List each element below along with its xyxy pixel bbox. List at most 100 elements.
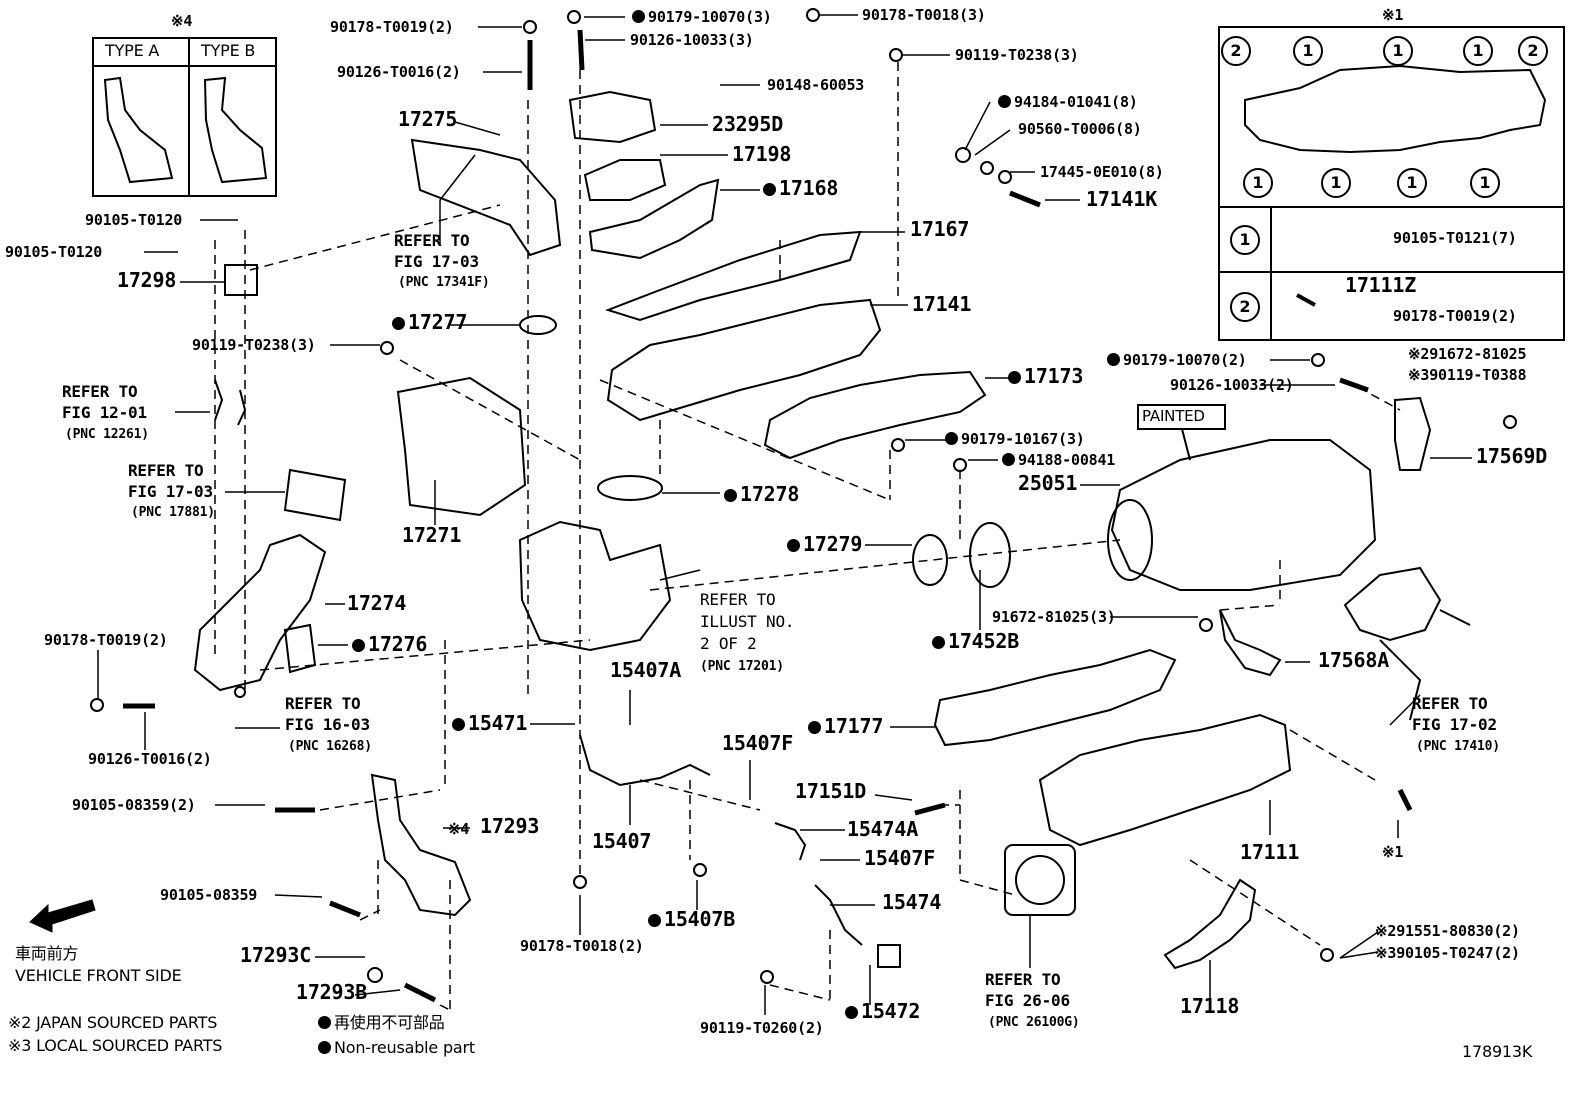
part-15407[interactable]: 15407 (592, 829, 652, 853)
non-reusable-dot-icon (318, 1041, 331, 1054)
part-17279[interactable]: 17279 (787, 534, 862, 554)
part-90126-t0016[interactable]: 90126-T0016(2) (337, 63, 461, 81)
part-90178-t0019-inset[interactable]: 90178-T0019(2) (1393, 307, 1517, 325)
refer-fig-17-03-b-line1: REFER TO (128, 461, 204, 480)
part-25051-drawing (1110, 439, 1377, 591)
part-17274[interactable]: 17274 (347, 591, 407, 615)
part-15407f-a[interactable]: 15407F (722, 731, 794, 755)
part-17293-drawing (370, 773, 472, 917)
callout-circle-1: 1 (1397, 168, 1427, 198)
part-17198-drawing (583, 159, 667, 201)
part-15474a[interactable]: 15474A (847, 817, 919, 841)
part-90178-t0018[interactable]: 90178-T0018(3) (862, 6, 986, 24)
part-390105-t0247[interactable]: ※390105-T0247(2) (1375, 944, 1520, 962)
part-291551-80830[interactable]: ※291551-80830(2) (1375, 922, 1520, 940)
part-17452b[interactable]: 17452B (932, 631, 1019, 651)
part-17569d[interactable]: 17569D (1476, 444, 1548, 468)
part-17445-0e010[interactable]: 17445-0E010(8) (1040, 163, 1164, 181)
part-17277-drawing (519, 315, 557, 335)
non-reusable-dot-icon (998, 95, 1011, 108)
non-reusable-dot-icon (932, 636, 945, 649)
part-17568a-drawing (1219, 609, 1282, 677)
part-91672-81025[interactable]: 91672-81025(3) (992, 608, 1116, 626)
part-17278[interactable]: 17278 (724, 484, 799, 504)
part-94188-00841[interactable]: 94188-00841 (1002, 451, 1115, 469)
inset-type-mark: ※4 (171, 12, 193, 30)
part-17173[interactable]: 17173 (1008, 366, 1083, 386)
part-17168[interactable]: 17168 (763, 178, 838, 198)
part-17111[interactable]: 17111 (1240, 840, 1300, 864)
part-17293[interactable]: 17293 (480, 814, 540, 838)
refer-fig-17-03-b-line2[interactable]: FIG 17-03 (128, 482, 213, 501)
part-15471[interactable]: 15471 (452, 713, 527, 733)
part-90119-t0238[interactable]: 90119-T0238(3) (955, 46, 1079, 64)
part-90148-60053[interactable]: 90148-60053 (767, 76, 865, 94)
part-15474[interactable]: 15474 (882, 890, 942, 914)
part-17151d[interactable]: 17151D (795, 779, 867, 803)
part-90178-t0019[interactable]: 90178-T0019(2) (330, 18, 454, 36)
part-90105-t0121[interactable]: 90105-T0121(7) (1393, 229, 1517, 247)
part-291672-81025[interactable]: ※291672-81025 (1408, 345, 1527, 363)
part-15472[interactable]: 15472 (845, 1001, 920, 1021)
part-17141[interactable]: 17141 (912, 292, 972, 316)
part-90560-t0006[interactable]: 90560-T0006(8) (1018, 120, 1142, 138)
refer-fig-12-01-line3: (PNC 12261) (65, 427, 149, 442)
refer-illust-line3: 2 OF 2 (700, 634, 757, 653)
part-90105-t0120-b[interactable]: 90105-T0120 (5, 243, 103, 261)
refer-fig-12-01-line2[interactable]: FIG 12-01 (62, 403, 147, 422)
part-90179-10070[interactable]: 90179-10070(3) (632, 8, 772, 26)
inset-one-mark: ※1 (1382, 6, 1404, 24)
part-90126-10033-mid[interactable]: 90126-10033(2) (1170, 376, 1294, 394)
part-17141k[interactable]: 17141K (1086, 187, 1158, 211)
part-23295d[interactable]: 23295D (712, 112, 784, 136)
part-17278-drawing (597, 475, 663, 501)
part-25051[interactable]: 25051 (1018, 471, 1078, 495)
part-90178-t0018-bottom[interactable]: 90178-T0018(2) (520, 937, 644, 955)
part-17111z[interactable]: 17111Z (1345, 273, 1417, 297)
part-17277[interactable]: 17277 (392, 312, 467, 332)
part-17275[interactable]: 17275 (398, 107, 458, 131)
part-90178-t0019-mid[interactable]: 90178-T0019(2) (44, 631, 168, 649)
part-90126-t0016-bottom[interactable]: 90126-T0016(2) (88, 750, 212, 768)
part-390119-t0388[interactable]: ※390119-T0388 (1408, 366, 1527, 384)
part-17276[interactable]: 17276 (352, 634, 427, 654)
refer-fig-17-03-a-line2[interactable]: FIG 17-03 (394, 252, 479, 271)
part-17298[interactable]: 17298 (117, 268, 177, 292)
part-17177[interactable]: 17177 (808, 716, 883, 736)
legend-nonreusable-jp: 再使用不可部品 (318, 1014, 445, 1032)
refer-fig-26-06-line2[interactable]: FIG 26-06 (985, 991, 1070, 1010)
part-17293b[interactable]: 17293B (296, 980, 368, 1004)
turbocharger-drawing (518, 520, 672, 652)
part-17274-drawing (193, 533, 327, 692)
part-17167[interactable]: 17167 (910, 217, 970, 241)
vehicle-front-jp: 車両前方 (15, 944, 79, 963)
non-reusable-dot-icon (845, 1006, 858, 1019)
part-90119-t0238-mid[interactable]: 90119-T0238(3) (192, 336, 316, 354)
refer-fig-17-03-b-line3: (PNC 17881) (131, 505, 215, 520)
part-90105-t0120-a[interactable]: 90105-T0120 (85, 211, 183, 229)
part-17276-drawing (283, 623, 317, 674)
part-90126-10033[interactable]: 90126-10033(3) (630, 31, 754, 49)
part-15407a[interactable]: 15407A (610, 658, 682, 682)
refer-illust-line2[interactable]: ILLUST NO. (700, 612, 795, 631)
part-90105-08359[interactable]: 90105-08359 (160, 886, 258, 904)
part-15407b[interactable]: 15407B (648, 909, 735, 929)
figure-code: 178913K (1462, 1042, 1533, 1061)
part-23295d-drawing (568, 90, 657, 144)
part-17118[interactable]: 17118 (1180, 994, 1240, 1018)
part-17198[interactable]: 17198 (732, 142, 792, 166)
part-17271[interactable]: 17271 (402, 523, 462, 547)
refer-fig-17-02-line2[interactable]: FIG 17-02 (1412, 715, 1497, 734)
part-90105-08359-2[interactable]: 90105-08359(2) (72, 796, 196, 814)
part-94184-01041[interactable]: 94184-01041(8) (998, 93, 1138, 111)
part-17293c[interactable]: 17293C (240, 943, 312, 967)
part-90179-10070-mid[interactable]: 90179-10070(2) (1107, 351, 1247, 369)
part-15407f-b[interactable]: 15407F (864, 846, 936, 870)
part-90179-10167[interactable]: 90179-10167(3) (945, 430, 1085, 448)
bracket-type-a-drawing (103, 76, 174, 184)
refer-fig-16-03-line2[interactable]: FIG 16-03 (285, 715, 370, 734)
non-reusable-dot-icon (632, 10, 645, 23)
part-90119-t0260[interactable]: 90119-T0260(2) (700, 1019, 824, 1037)
part-17568a[interactable]: 17568A (1318, 648, 1390, 672)
